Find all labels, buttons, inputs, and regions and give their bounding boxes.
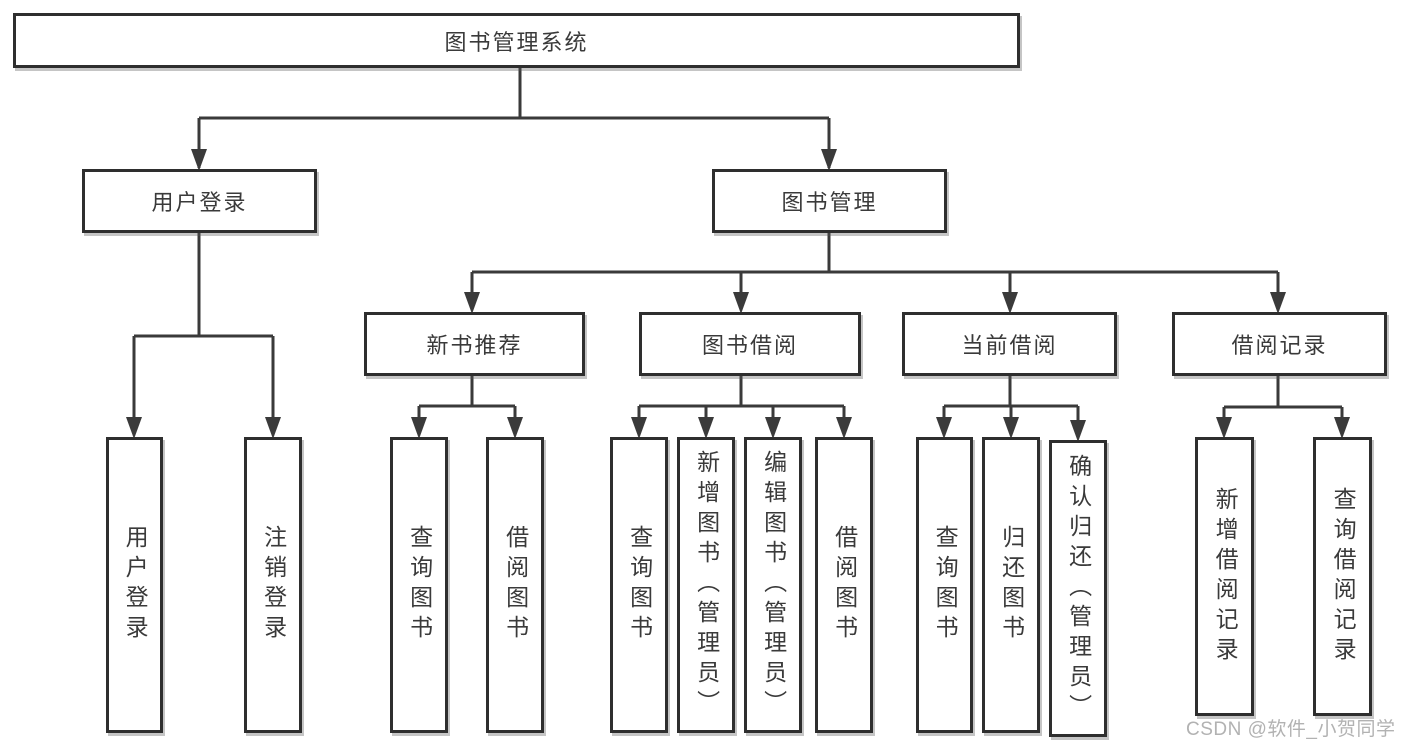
leaf-query-borrow-record: 查询借阅记录: [1313, 437, 1372, 716]
leaf-query-books-recommend: 查询图书: [390, 437, 448, 733]
leaf-return-books-label: 归还图书: [998, 525, 1025, 645]
leaf-query-borrow-record-label: 查询借阅记录: [1330, 486, 1357, 667]
node-borrowing-records-label: 借阅记录: [1231, 333, 1328, 358]
arrowhead: [507, 417, 523, 439]
arrowhead: [936, 417, 952, 439]
leaf-query-books-recommend-label: 查询图书: [406, 525, 433, 645]
arrowhead: [265, 417, 281, 439]
leaf-borrow-books-recommend-label: 借阅图书: [502, 525, 529, 645]
leaf-confirm-return-admin: 确认归还（管理员）: [1049, 440, 1107, 737]
leaf-edit-books-admin: 编辑图书（管理员）: [744, 437, 802, 733]
leaf-add-borrow-record: 新增借阅记录: [1195, 437, 1254, 716]
arrowhead: [1003, 417, 1019, 439]
node-book-management: 图书管理: [712, 169, 947, 233]
leaf-edit-books-admin-label: 编辑图书（管理员）: [760, 450, 787, 720]
arrowhead: [631, 417, 647, 439]
node-book-management-label: 图书管理: [781, 190, 878, 215]
node-current-borrowing: 当前借阅: [902, 312, 1117, 376]
leaf-query-books-borrow: 查询图书: [610, 437, 668, 733]
leaf-query-books-current-label: 查询图书: [932, 525, 959, 645]
arrowhead: [698, 417, 714, 439]
leaf-add-borrow-record-label: 新增借阅记录: [1212, 486, 1239, 667]
leaf-logout-login: 注销登录: [244, 437, 302, 733]
arrowhead: [1334, 417, 1350, 439]
arrowhead: [1070, 420, 1086, 442]
arrowhead: [733, 292, 749, 314]
leaf-logout-login-label: 注销登录: [260, 525, 287, 645]
leaf-borrow-books-recommend: 借阅图书: [486, 437, 544, 733]
arrowhead: [821, 149, 837, 171]
node-book-borrowing: 图书借阅: [639, 312, 861, 376]
arrowhead: [1270, 292, 1286, 314]
leaf-borrow-books-borrow-label: 借阅图书: [831, 525, 858, 645]
arrowhead: [1216, 417, 1232, 439]
leaf-confirm-return-admin-label: 确认归还（管理员）: [1065, 453, 1092, 724]
leaf-query-books-borrow-label: 查询图书: [626, 525, 653, 645]
node-user-login-label: 用户登录: [151, 190, 248, 215]
node-book-borrowing-label: 图书借阅: [701, 333, 798, 358]
arrowheads: [126, 149, 1350, 442]
leaf-query-books-current: 查询图书: [916, 437, 973, 733]
node-new-book-recommend: 新书推荐: [364, 312, 585, 376]
leaf-user-login: 用户登录: [106, 437, 163, 733]
leaf-user-login-label: 用户登录: [122, 525, 149, 645]
node-new-book-recommend-label: 新书推荐: [426, 333, 523, 358]
leaf-add-books-admin-label: 新增图书（管理员）: [693, 450, 720, 720]
node-current-borrowing-label: 当前借阅: [961, 333, 1058, 358]
csdn-watermark: CSDN @软件_小贺同学: [1186, 719, 1396, 740]
arrowhead: [464, 292, 480, 314]
leaf-borrow-books-borrow: 借阅图书: [815, 437, 873, 733]
arrowhead: [411, 417, 427, 439]
arrowhead: [836, 417, 852, 439]
node-user-login: 用户登录: [82, 169, 317, 233]
arrowhead: [126, 417, 142, 439]
node-root: 图书管理系统: [13, 13, 1020, 68]
node-root-label: 图书管理系统: [444, 29, 589, 55]
leaf-return-books: 归还图书: [982, 437, 1040, 733]
leaf-add-books-admin: 新增图书（管理员）: [677, 437, 735, 733]
arrowhead: [765, 417, 781, 439]
node-borrowing-records: 借阅记录: [1172, 312, 1387, 376]
arrowhead: [1002, 292, 1018, 314]
arrowhead: [191, 149, 207, 171]
connector-path: [132, 67, 1344, 438]
